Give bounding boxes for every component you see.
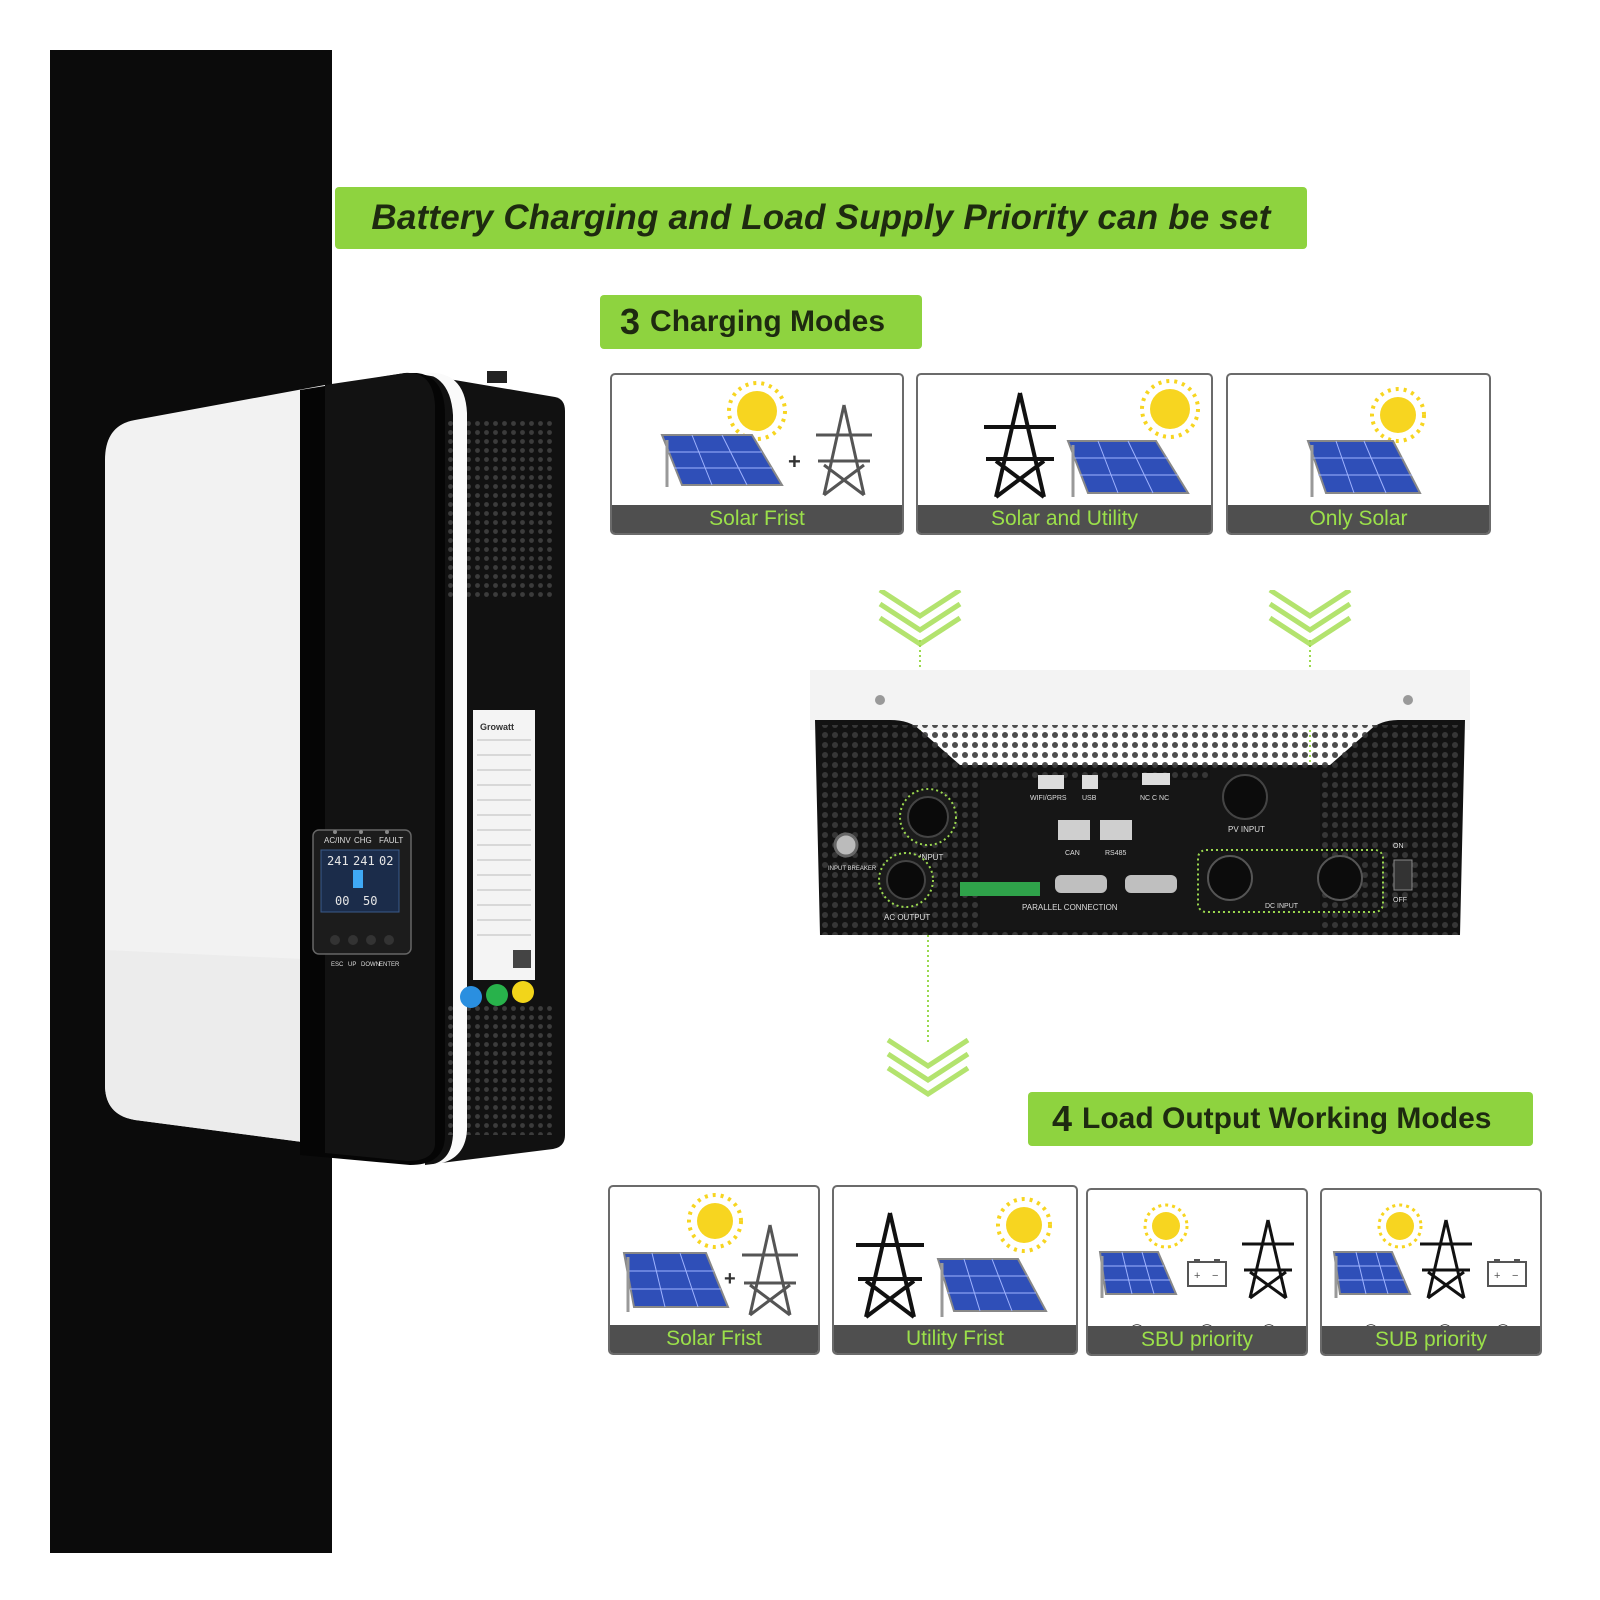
load-mode-card-utility-first: Utility Frist (832, 1185, 1078, 1355)
charging-mode-label-3: Only Solar (1228, 505, 1489, 533)
parallel-db9-port-1 (1055, 875, 1107, 893)
load-mode-card-sbu-priority: + − ① ② ③ SBU priority (1086, 1188, 1308, 1356)
sun-icon (1140, 379, 1200, 439)
load-modes-banner: 4 Load Output Working Modes (1028, 1092, 1533, 1146)
dry-contact-port (1142, 773, 1170, 785)
charging-mode-label-2: Solar and Utility (918, 505, 1211, 533)
power-switch (1393, 859, 1413, 891)
parallel-connection-label: PARALLEL CONNECTION (1022, 903, 1118, 912)
solar-panel-icon (1066, 440, 1190, 497)
lcd-value-1: 241 (327, 854, 349, 868)
switch-off-label: OFF (1393, 897, 1407, 904)
charging-modes-count: 3 (620, 301, 641, 342)
load-modes-title: Load Output Working Modes (1082, 1102, 1492, 1135)
button-label-esc: ESC (331, 962, 344, 968)
svg-text:−: − (1212, 1270, 1218, 1282)
svg-text:+: + (724, 1268, 736, 1290)
charging-modes-title: Charging Modes (650, 305, 886, 338)
indicator-chg: CHG (354, 836, 372, 845)
pv-input-label: PV INPUT (1228, 825, 1265, 834)
load-mode-label-2: Utility Frist (834, 1325, 1076, 1353)
load-mode-card-sub-priority: + − ① ② ③ SUB priority (1320, 1188, 1542, 1356)
battery-icon: + − (1487, 1259, 1527, 1287)
svg-text:−: − (1512, 1270, 1518, 1282)
solar-panel-icon (1332, 1251, 1412, 1298)
brand-label: Growatt (480, 722, 514, 732)
inverter-front-illustration: AC/INV CHG FAULT 241 241 02 00 50 ESC UP… (105, 371, 565, 1166)
wifi-port (1038, 775, 1064, 789)
utility-tower-icon (856, 1212, 924, 1319)
dc-input-port-1 (1207, 855, 1253, 901)
sun-icon (687, 1193, 743, 1249)
nc-c-nc-label: NC C NC (1140, 795, 1169, 802)
switch-on-label: ON (1393, 843, 1404, 850)
solar-panel-icon (1098, 1251, 1178, 1298)
connector-arrows (878, 590, 1352, 1097)
chevron-down-icon (886, 1037, 970, 1097)
lcd-value-3: 02 (379, 854, 393, 868)
ac-output-label: AC OUTPUT (884, 913, 930, 922)
can-label: CAN (1065, 850, 1080, 857)
dc-input-port-2 (1317, 855, 1363, 901)
solar-panel-icon (622, 1252, 730, 1312)
svg-text:+: + (1494, 1270, 1500, 1282)
indicator-ac-inv: AC/INV (324, 836, 351, 845)
pv-input-port (1222, 774, 1268, 820)
ac-input-label: AC INPUT (906, 853, 943, 862)
rs485-label: RS485 (1105, 850, 1127, 857)
solar-panel-icon (936, 1258, 1048, 1317)
input-breaker (833, 832, 859, 858)
utility-tower-icon (1420, 1219, 1472, 1300)
charging-mode-card-solar-and-utility: Solar and Utility (916, 373, 1213, 535)
main-banner-text: Battery Charging and Load Supply Priorit… (371, 198, 1271, 237)
utility-tower-icon (742, 1224, 798, 1317)
esc-button (330, 935, 340, 945)
can-port (1058, 820, 1090, 840)
utility-tower-icon (1242, 1219, 1294, 1300)
button-label-enter: ENTER (379, 962, 400, 968)
sun-icon (1370, 387, 1426, 443)
dc-input-label: DC INPUT (1265, 903, 1299, 910)
indicator-fault: FAULT (379, 836, 403, 845)
charging-mode-card-solar-first: + Solar Frist (610, 373, 904, 535)
chevron-down-icon (1268, 590, 1352, 647)
input-breaker-label: INPUT BREAKER (828, 866, 877, 872)
rs485-port (1100, 820, 1132, 840)
sun-icon (996, 1197, 1052, 1253)
chevron-down-icon (878, 590, 962, 647)
battery-icon: + − (1187, 1259, 1227, 1287)
sun-icon (1377, 1203, 1423, 1249)
inverter-bottom-illustration: AC INPUT WIFI/GPRS USB NC C NC PV INPUT … (810, 670, 1470, 935)
usb-port (1082, 775, 1098, 789)
load-mode-card-solar-first: + Solar Frist (608, 1185, 820, 1355)
utility-tower-icon (816, 404, 872, 497)
charging-mode-card-only-solar: Only Solar (1226, 373, 1491, 535)
parallel-terminal-block (960, 882, 1040, 896)
enter-button (384, 935, 394, 945)
svg-text:+: + (1194, 1270, 1200, 1282)
load-mode-label-1: Solar Frist (610, 1325, 818, 1353)
main-banner: Battery Charging and Load Supply Priorit… (335, 187, 1307, 249)
wifi-label: WIFI/GPRS (1030, 795, 1067, 802)
charging-modes-banner: 3 Charging Modes (600, 295, 922, 349)
usb-label: USB (1082, 795, 1097, 802)
solar-panel-icon (1306, 440, 1422, 497)
utility-tower-icon (984, 392, 1056, 499)
button-label-up: UP (348, 962, 356, 968)
lcd-value-2: 241 (353, 854, 375, 868)
load-mode-label-3: SBU priority (1088, 1326, 1306, 1354)
down-button (366, 935, 376, 945)
charging-mode-label-1: Solar Frist (612, 505, 902, 533)
sun-icon (727, 381, 787, 441)
svg-text:+: + (788, 449, 801, 474)
parallel-db9-port-2 (1125, 875, 1177, 893)
up-button (348, 935, 358, 945)
lcd-value-5: 50 (363, 894, 377, 908)
solar-panel-icon (660, 434, 784, 487)
button-label-down: DOWN (361, 962, 380, 968)
load-modes-count: 4 (1052, 1098, 1073, 1139)
load-mode-label-4: SUB priority (1322, 1326, 1540, 1354)
lcd-value-4: 00 (335, 894, 349, 908)
sun-icon (1143, 1203, 1189, 1249)
